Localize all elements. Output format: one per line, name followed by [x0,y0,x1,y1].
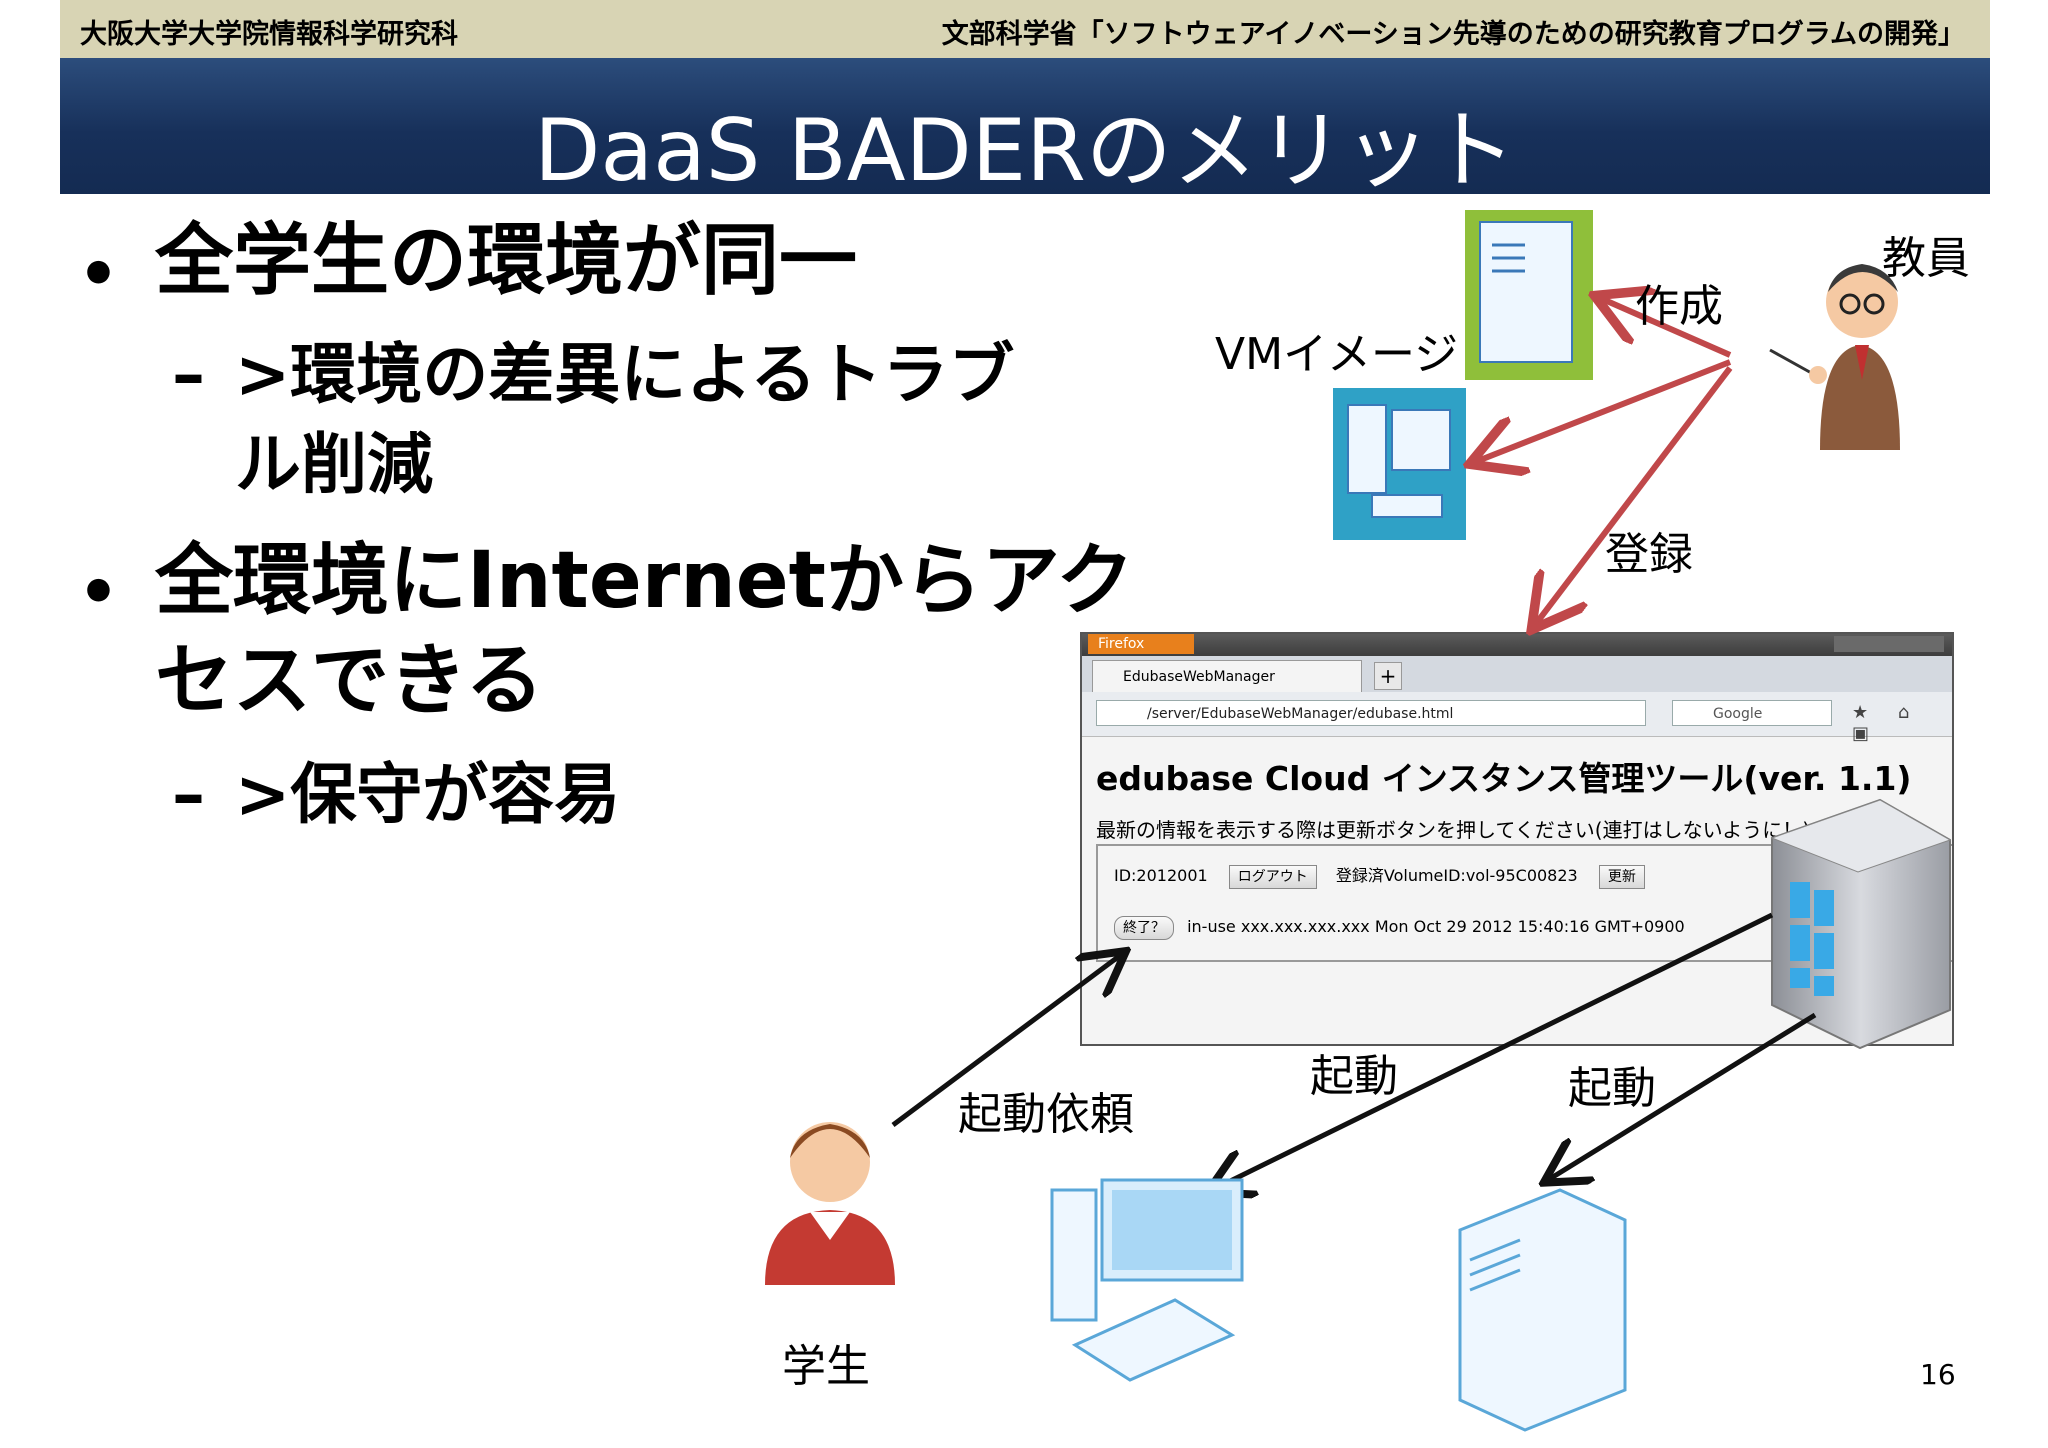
slide-title: DaaS BADERのメリット [534,101,1516,201]
user-id: ID:2012001 [1114,866,1208,885]
navigation-bar: /server/EdubaseWebManager/edubase.html G… [1082,692,1952,744]
registered-volume: 登録済VolumeID:vol-95C00823 [1335,866,1578,885]
student-label: 学生 [782,1341,870,1392]
page-title: edubase Cloud インスタンス管理ツール(ver. 1.1) [1096,759,1912,798]
vm-server-icon [1465,210,1593,380]
org-name: 大阪大学大学院情報科学研究科 [80,19,458,50]
teacher-label: 教員 [1882,233,1970,284]
page-note: 最新の情報を表示する際は更新ボタンを押してください(連打はしないように！) [1096,818,1811,842]
register-label: 登録 [1605,529,1693,580]
bullet-dot-2: • [78,556,119,630]
page-number: 16 [1920,1358,1956,1391]
tab-bar: EdubaseWebManager + [1082,656,1952,692]
student-icon [765,1122,895,1285]
toolbar-icons[interactable]: ★ ⌂ ▣ [1852,702,1922,744]
firefox-menu-button[interactable]: Firefox [1088,634,1194,654]
new-tab-button[interactable]: + [1374,662,1402,690]
title-band: DaaS BADERのメリット [60,58,1990,201]
url-bar[interactable]: /server/EdubaseWebManager/edubase.html [1096,700,1646,726]
vm-image-label: VMイメージ [1215,329,1459,380]
browser-titlebar: Firefox [1082,634,1952,656]
bullet-1-dash: – [172,336,205,413]
bullet-2-line1: 全環境にInternetからアク [155,536,1135,626]
bullet-1-sub-line1: >環境の差異によるトラブ [235,336,1015,413]
end-button[interactable]: 終了？ [1114,916,1174,940]
bullet-1-sub-line2: ル削減 [235,426,433,503]
student-server-icon [1458,1188,1627,1432]
launch-label-1: 起動 [1310,1051,1398,1102]
bullet-dot-1: • [78,238,119,312]
bullet-2-sub: >保守が容易 [235,756,621,833]
bullet-1: 全学生の環境が同一 [155,216,858,306]
browser-tab[interactable]: EdubaseWebManager [1092,660,1362,692]
bullet-2-dash: – [172,756,205,833]
refresh-button[interactable]: 更新 [1598,865,1645,889]
server-rack-icon [1770,798,1952,1050]
window-controls[interactable] [1834,636,1944,652]
student-desktop-icon [1050,1178,1244,1382]
teacher-icon [1769,264,1900,450]
header-band: 大阪大学大学院情報科学研究科 文部科学省「ソフトウェアイノベーション先導のための… [60,0,1990,58]
create-label: 作成 [1635,281,1723,332]
vm-desktop-icon [1333,388,1466,540]
launch-label-2: 起動 [1568,1063,1656,1114]
bullet-2-line2: セスできる [155,636,544,726]
program-name: 文部科学省「ソフトウェアイノベーション先導のための研究教育プログラムの開発」 [941,19,1965,50]
instance-status: in-use xxx.xxx.xxx.xxx Mon Oct 29 2012 1… [1187,917,1685,936]
logout-button[interactable]: ログアウト [1228,865,1317,889]
search-box[interactable]: Google [1672,700,1832,726]
request-label: 起動依頼 [958,1089,1134,1140]
